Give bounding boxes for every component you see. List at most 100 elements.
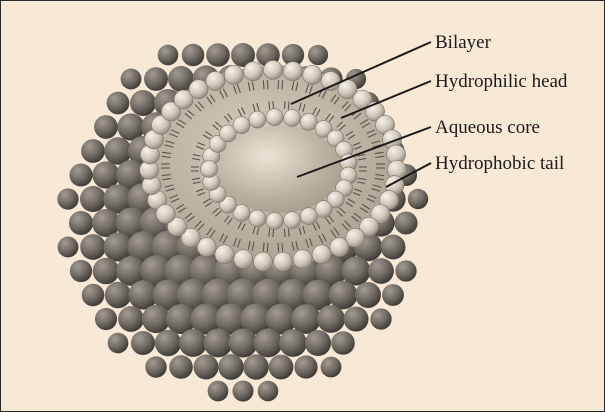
lipid-tail	[282, 243, 283, 252]
lipid-sphere	[70, 260, 92, 282]
lipid-head	[315, 201, 332, 218]
lipid-head	[284, 109, 301, 126]
lipid-sphere	[80, 234, 106, 260]
lipid-tail	[273, 101, 274, 109]
lipid-tail	[288, 101, 289, 109]
lipid-sphere	[343, 306, 368, 331]
lipid-head	[233, 117, 250, 134]
lipid-sphere	[131, 331, 155, 355]
lipid-sphere	[145, 356, 166, 377]
lipid-sphere	[394, 211, 417, 234]
lipid-head	[266, 109, 283, 126]
lipid-sphere	[308, 45, 328, 65]
lipid-sphere	[370, 308, 391, 329]
lipid-sphere	[228, 328, 257, 357]
lipid-head	[215, 245, 234, 264]
lipid-sphere	[57, 188, 78, 209]
lipid-tail	[273, 229, 274, 237]
lipid-sphere	[69, 211, 93, 235]
lipid-sphere	[80, 186, 106, 212]
lipid-head	[249, 210, 266, 227]
lipid-head	[312, 245, 331, 264]
lipid-head	[189, 80, 208, 99]
lipid-head	[266, 212, 283, 229]
lipid-sphere	[294, 355, 317, 378]
lipid-sphere	[169, 355, 193, 379]
lipid-sphere	[155, 330, 181, 356]
lipid-sphere	[208, 381, 229, 402]
lipid-sphere	[81, 139, 105, 163]
lipid-tail	[269, 229, 270, 237]
lipid-tail	[288, 229, 289, 237]
lipid-head	[206, 71, 225, 90]
lipid-sphere	[269, 355, 294, 380]
lipid-tail	[278, 80, 279, 89]
lipid-sphere	[82, 284, 105, 307]
lipid-sphere	[108, 333, 129, 354]
lipid-tail	[284, 101, 285, 109]
aqueous-core	[217, 125, 341, 213]
lipid-tail	[263, 80, 264, 89]
lipid-sphere	[182, 44, 205, 67]
lipid-sphere	[105, 282, 131, 308]
lipid-tail	[263, 243, 264, 252]
lipid-sphere	[144, 67, 168, 91]
lipid-sphere	[118, 306, 144, 332]
lipid-tail	[267, 80, 268, 89]
lipid-head	[300, 113, 317, 130]
lipid-sphere	[331, 331, 355, 355]
lipid-sphere	[381, 235, 406, 260]
lipid-sphere	[395, 260, 416, 281]
lipid-head	[300, 208, 317, 225]
lipid-head	[330, 238, 349, 257]
lipid-head	[224, 65, 243, 84]
lipid-sphere	[382, 284, 404, 306]
lipid-head	[264, 61, 283, 80]
lipid-sphere	[329, 281, 358, 310]
lipid-sphere	[94, 115, 118, 139]
lipid-head	[249, 111, 266, 128]
lipid-tail	[269, 101, 270, 109]
lipid-sphere	[232, 380, 253, 401]
lipid-sphere	[355, 282, 381, 308]
lipid-tail	[267, 243, 268, 252]
lipid-tail	[282, 80, 283, 89]
label-aqueous-core: Aqueous core	[435, 117, 540, 138]
lipid-sphere	[93, 258, 120, 285]
lipid-sphere	[179, 329, 207, 357]
lipid-head	[244, 62, 263, 81]
lipid-sphere	[258, 381, 279, 402]
lipid-sphere	[218, 354, 244, 380]
lipid-tail	[284, 229, 285, 237]
lipid-sphere	[204, 329, 233, 358]
lipid-sphere	[142, 305, 170, 333]
lipid-sphere	[279, 329, 307, 357]
lipid-sphere	[254, 329, 283, 358]
lipid-head	[201, 161, 218, 178]
lipid-sphere	[408, 189, 428, 209]
lipid-sphere	[193, 354, 218, 379]
lipid-sphere	[58, 237, 79, 258]
lipid-sphere	[95, 308, 117, 330]
lipid-sphere	[107, 92, 130, 115]
lipid-head	[321, 71, 340, 90]
lipid-sphere	[130, 90, 156, 116]
lipid-head	[234, 250, 253, 269]
lipid-head	[293, 250, 312, 269]
lipid-sphere	[121, 69, 142, 90]
lipid-head	[303, 65, 322, 84]
lipid-sphere	[291, 304, 321, 334]
label-hydrophilic-head: Hydrophilic head	[435, 71, 568, 92]
label-hydrophobic-tail: Hydrophobic tail	[435, 153, 564, 174]
lipid-head	[156, 205, 175, 224]
lipid-head	[284, 212, 301, 229]
lipid-head	[254, 252, 273, 271]
lipid-head	[273, 252, 292, 271]
lipid-head	[283, 62, 302, 81]
label-bilayer: Bilayer	[435, 32, 492, 53]
lipid-tail	[278, 243, 279, 252]
lipid-sphere	[158, 45, 179, 66]
lipid-sphere	[305, 330, 331, 356]
